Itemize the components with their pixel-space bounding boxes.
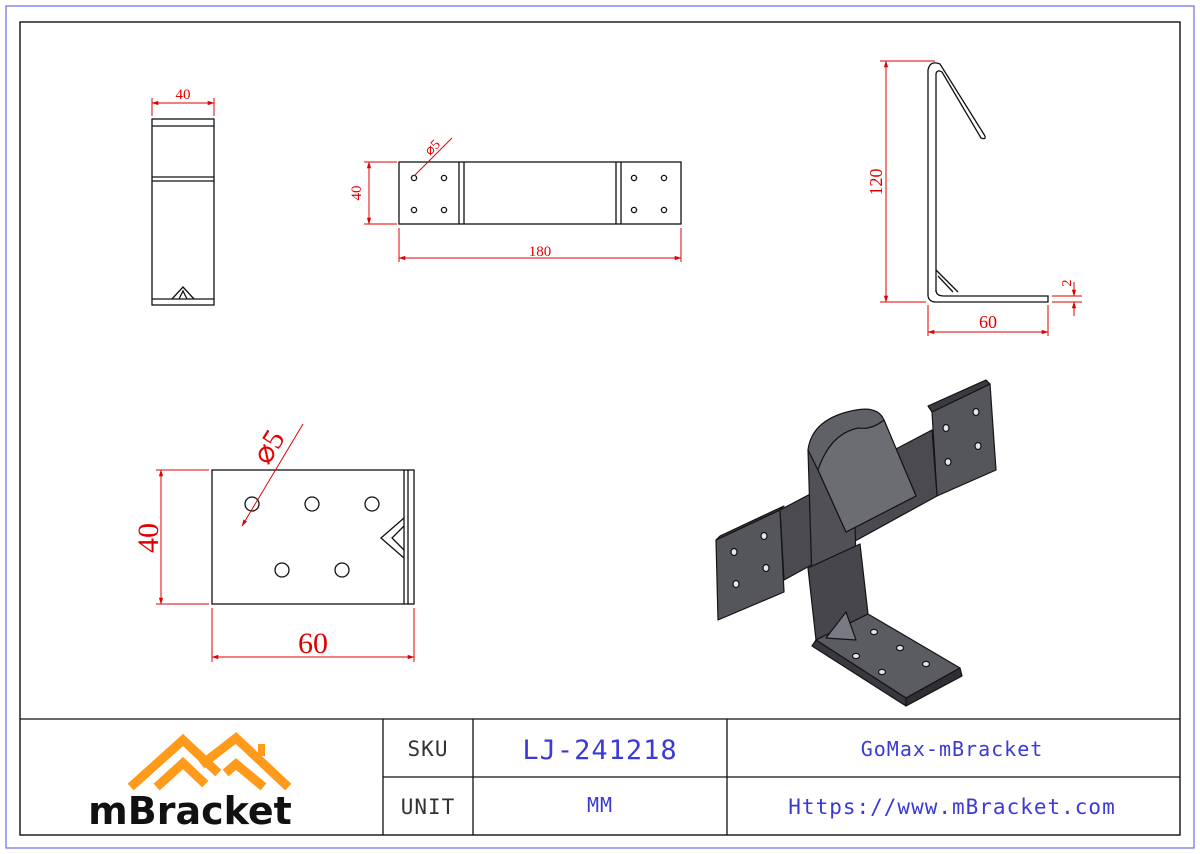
profile-dims xyxy=(880,60,1082,336)
profile-base-label: 60 xyxy=(979,312,997,332)
profile-thickness-label: 2 xyxy=(1060,280,1075,287)
side-view xyxy=(151,118,215,306)
sku-label: SKU xyxy=(408,737,449,761)
roof-icon xyxy=(127,732,292,791)
unit-value: MM xyxy=(587,793,613,817)
top-length-label: 180 xyxy=(529,244,552,260)
unit-label: UNIT xyxy=(401,795,456,819)
top-view xyxy=(398,161,682,225)
side-width-label: 40 xyxy=(176,87,191,103)
base-dims xyxy=(156,423,415,662)
base-height-label: 40 xyxy=(132,523,165,553)
product-name: GoMax-mBracket xyxy=(861,737,1044,761)
top-height-label: 40 xyxy=(349,186,365,201)
title-block xyxy=(20,718,1180,835)
profile-height-label: 120 xyxy=(866,169,886,196)
outer-border xyxy=(5,5,1195,849)
top-hole-label: ⌀5 xyxy=(422,137,444,159)
profile-view xyxy=(927,62,1049,303)
side-width-dim xyxy=(151,98,215,116)
sku-value: LJ-241218 xyxy=(522,735,677,766)
inner-border xyxy=(19,21,1181,836)
base-view xyxy=(211,469,415,605)
website-link[interactable]: Https://www.mBracket.com xyxy=(788,795,1115,819)
mbracket-logo: mBracket xyxy=(88,732,292,833)
top-dims xyxy=(364,137,682,262)
base-hole-label: ⌀5 xyxy=(246,424,292,470)
logo-text: mBracket xyxy=(88,789,292,833)
base-length-label: 60 xyxy=(298,627,328,660)
isometric-bracket xyxy=(715,379,997,707)
